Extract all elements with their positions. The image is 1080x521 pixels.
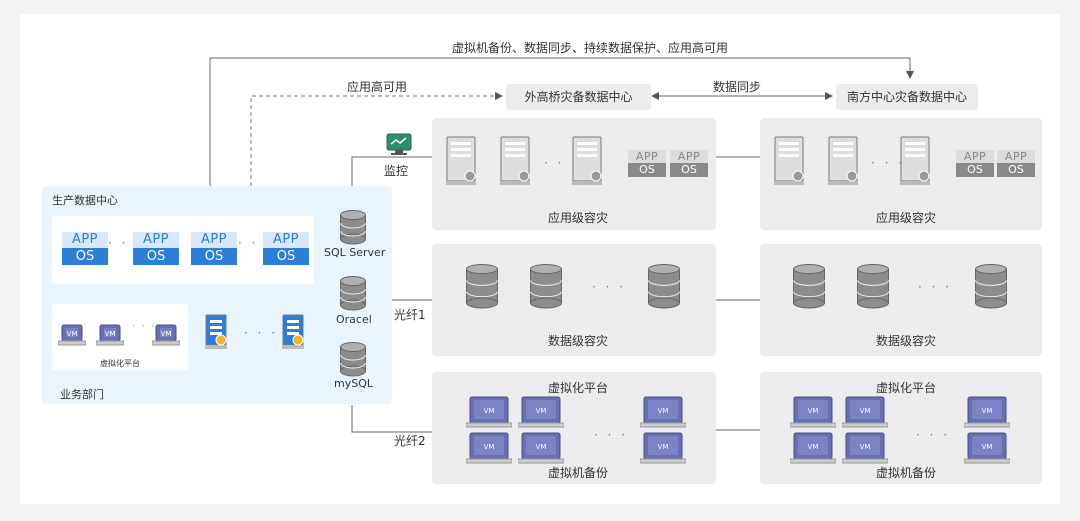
svg-text:VM: VM <box>982 443 993 451</box>
data-dr-label: 数据级容灾 <box>875 334 936 348</box>
dots: · · · <box>132 322 157 332</box>
svg-text:VM: VM <box>658 443 669 451</box>
svg-text:VM: VM <box>484 443 495 451</box>
vm-backup-label: 虚拟机备份 <box>875 466 936 480</box>
dots: · · · <box>592 280 627 294</box>
database-icon <box>340 276 366 311</box>
svg-text:VM: VM <box>808 443 819 451</box>
dept-label: 业务部门 <box>60 388 104 401</box>
database-icon <box>975 264 1007 309</box>
dots: · · · <box>238 236 273 250</box>
monitor-icon <box>386 133 412 155</box>
svg-text:VM: VM <box>808 407 819 415</box>
vm-icon: VM <box>58 324 86 346</box>
dots: · · · <box>244 326 279 340</box>
dots: · · · <box>916 428 951 442</box>
database-icon <box>857 264 889 309</box>
database-icon <box>340 210 366 245</box>
dots: · · · <box>544 156 579 170</box>
monitor-link-line <box>351 156 432 186</box>
db-label-sqlserver: SQL Server <box>324 246 386 259</box>
svg-text:VM: VM <box>982 407 993 415</box>
svg-text:VM: VM <box>860 443 871 451</box>
vm-backup-label: 虚拟机备份 <box>547 466 608 480</box>
vm-icon: VM <box>964 396 1010 428</box>
vm-icon: VM <box>790 432 836 464</box>
data-dr-label: 数据级容灾 <box>547 334 608 348</box>
fiber2-label: 光纤2 <box>394 434 426 448</box>
production-title: 生产数据中心 <box>52 194 118 207</box>
vm-icon: VM <box>640 396 686 428</box>
fiber2-link-line <box>351 405 432 433</box>
vm-icon: VM <box>518 396 564 428</box>
dots: · · · <box>594 428 629 442</box>
app-dr-label: 应用级容灾 <box>547 211 608 225</box>
server-icon <box>205 314 227 349</box>
top-link-line <box>209 57 914 186</box>
db-label-mysql: mySQL <box>334 377 373 390</box>
svg-text:VM: VM <box>67 330 78 338</box>
fiber1-label: 光纤1 <box>394 308 426 322</box>
database-icon <box>648 264 680 309</box>
server-icon <box>774 136 804 185</box>
waigaoqiao-vm-dr-panel <box>432 372 716 484</box>
vm-icon: VM <box>964 432 1010 464</box>
dots: · · · <box>918 280 953 294</box>
vm-icon: VM <box>96 324 124 346</box>
vm-icon: VM <box>640 432 686 464</box>
server-icon <box>828 136 858 185</box>
app-dr-label: 应用级容灾 <box>875 211 936 225</box>
vm-icon: VM <box>152 324 180 346</box>
database-icon <box>340 342 366 377</box>
server-icon <box>900 136 930 185</box>
svg-text:VM: VM <box>161 330 172 338</box>
db-label-oracle: Oracel <box>336 313 372 326</box>
virt-platform-label: 虚拟化平台 <box>547 381 608 395</box>
top-link-label: 虚拟机备份、数据同步、持续数据保护、应用高可用 <box>452 41 729 55</box>
site-header-waigaoqiao: 外高桥灾备数据中心 <box>506 84 651 110</box>
database-icon <box>466 264 498 309</box>
vm-icon: VM <box>466 432 512 464</box>
virt-platform-label: 虚拟化平台 <box>875 381 936 395</box>
site-header-south-center: 南方中心灾备数据中心 <box>836 84 978 110</box>
ha-link-label: 应用高可用 <box>347 80 408 94</box>
dots: · · · <box>108 236 143 250</box>
vm-icon: VM <box>790 396 836 428</box>
svg-text:VM: VM <box>536 443 547 451</box>
vm-icon: VM <box>466 396 512 428</box>
svg-text:VM: VM <box>860 407 871 415</box>
server-icon <box>572 136 602 185</box>
database-icon <box>530 264 562 309</box>
sync-link-label: 数据同步 <box>713 80 762 94</box>
monitor-label: 监控 <box>384 164 409 178</box>
svg-text:VM: VM <box>484 407 495 415</box>
svg-text:VM: VM <box>105 330 116 338</box>
vm-icon: VM <box>842 396 888 428</box>
database-icon <box>793 264 825 309</box>
server-icon <box>446 136 476 185</box>
vm-icon: VM <box>518 432 564 464</box>
server-icon <box>500 136 530 185</box>
svg-text:VM: VM <box>658 407 669 415</box>
ha-link-line <box>250 92 503 186</box>
dots: · · · <box>871 156 906 170</box>
vm-icon: VM <box>842 432 888 464</box>
virtualization-label: 虚拟化平台 <box>100 359 140 368</box>
svg-text:VM: VM <box>536 407 547 415</box>
server-icon <box>282 314 304 349</box>
south-vm-dr-panel <box>760 372 1042 484</box>
